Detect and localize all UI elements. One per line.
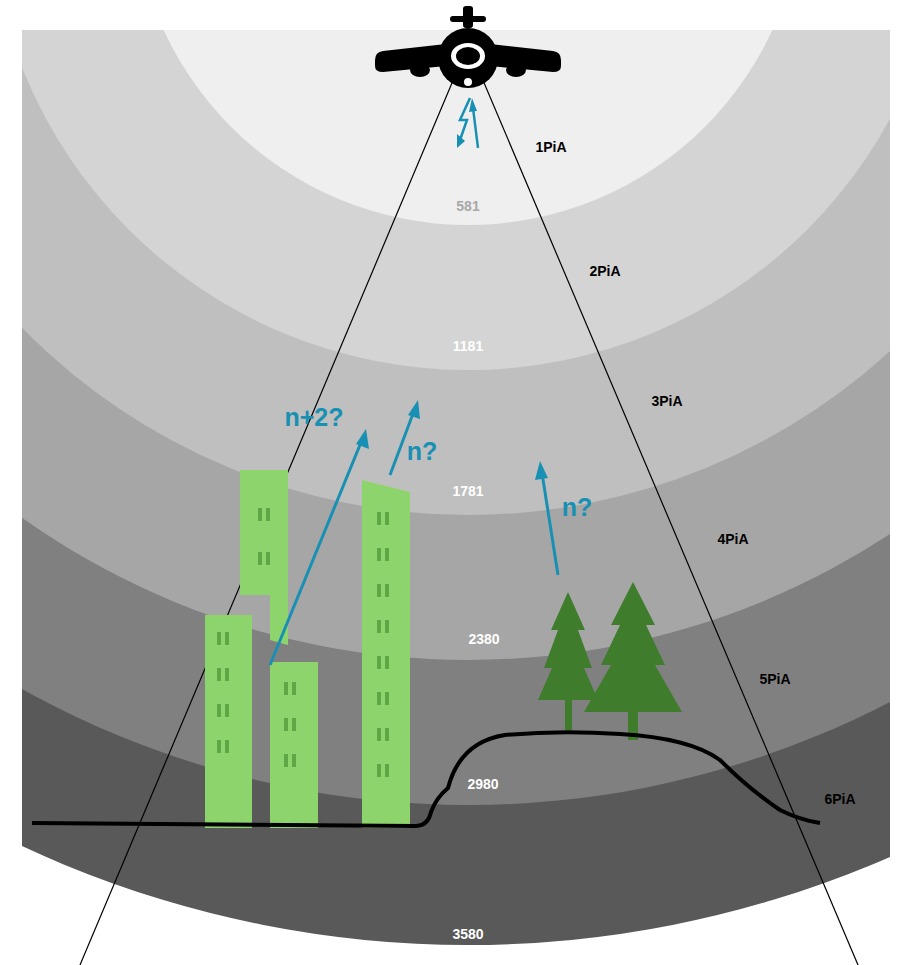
building <box>205 615 252 828</box>
range-rings <box>22 30 890 945</box>
range-band <box>22 30 890 945</box>
echo-label: n? <box>562 494 593 522</box>
range-label: 4PiA <box>717 532 748 547</box>
trees <box>538 582 682 740</box>
range-label: 5PiA <box>759 672 790 687</box>
range-label: 6PiA <box>824 792 855 807</box>
range-label: 1PiA <box>535 140 566 155</box>
distance-number: 1181 <box>453 339 483 354</box>
beam-edge <box>468 45 858 965</box>
reflection-arrows <box>270 98 558 665</box>
distance-number: 2380 <box>468 632 499 647</box>
range-band <box>22 30 890 515</box>
range-label: 2PiA <box>589 264 620 279</box>
range-band <box>22 30 890 660</box>
building-windows <box>217 508 389 777</box>
range-band <box>133 30 803 225</box>
echo-label: n? <box>407 438 438 466</box>
building <box>362 480 410 828</box>
range-band <box>22 30 890 370</box>
distance-number: 581 <box>456 199 479 214</box>
echo-label: n+2? <box>284 404 343 432</box>
distance-number: 2980 <box>467 777 498 792</box>
range-band <box>22 30 890 805</box>
buildings <box>205 470 410 828</box>
distance-number: 1781 <box>452 484 483 499</box>
airplane <box>375 6 561 88</box>
terrain-line <box>32 732 820 826</box>
range-label: 3PiA <box>651 394 682 409</box>
building <box>270 662 318 828</box>
distance-number: 3580 <box>452 927 483 942</box>
